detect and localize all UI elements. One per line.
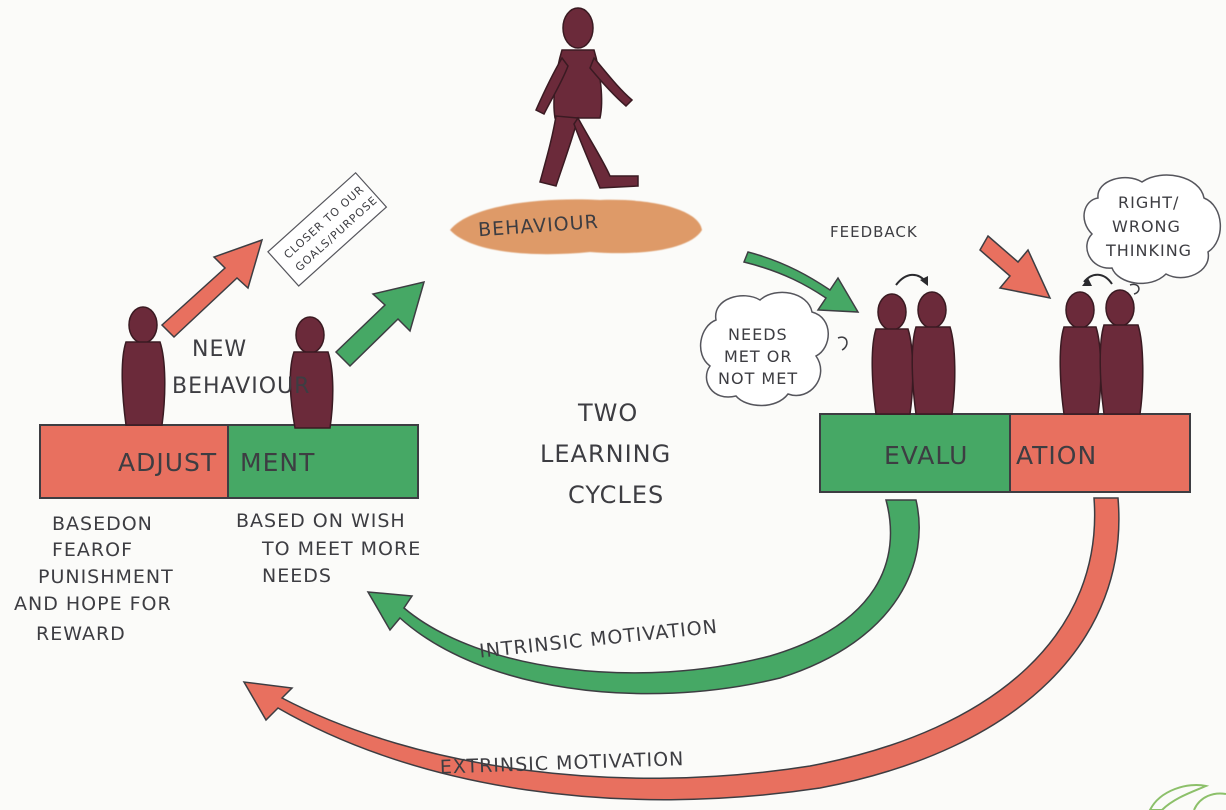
red-note-line-4: AND HOPE FOR [14,593,172,615]
title-line-1: TWO [577,399,638,427]
evaluation-label-left: EVALU [884,441,968,470]
adjustment-label-right: MENT [240,448,315,477]
thinking-bubble [1083,174,1222,285]
intrinsic-motivation-label: INTRINSIC MOTIVATION [478,616,719,663]
red-note-line-2: FEAROF [52,539,133,561]
extrinsic-motivation-arrow [242,497,1120,801]
evaluation-figures-green [871,291,956,415]
extrinsic-basis-note: BASEDON FEAROF PUNISHMENT AND HOPE FOR R… [14,513,174,645]
green-note-line-2: TO MEET MORE [261,538,421,560]
title-line-3: CYCLES [568,481,664,509]
thinking-curve-arrowhead [1082,278,1092,286]
title-line-2: LEARNING [540,440,671,468]
evaluation-bar-red [1009,413,1191,493]
red-note-line-5: REWARD [36,623,126,645]
intrinsic-motivation-arrow [366,499,920,695]
green-up-arrow [334,280,426,368]
evaluation-label-right: ATION [1016,441,1097,470]
behaviour-ground [450,199,702,255]
feedback-label: FEEDBACK [830,223,918,241]
intrinsic-basis-note: BASED ON WISH TO MEET MORE NEEDS [236,510,421,587]
adjustment-label-left: ADJUST [118,448,217,477]
sprout-icon [1148,784,1226,810]
thinking-bubble-line-1: RIGHT/ [1118,193,1179,212]
feedback-arrow [742,251,860,313]
thinking-bubble-line-3: THINKING [1105,241,1192,260]
new-behaviour-line-2: BEHAVIOUR [172,374,310,399]
listening-mark-2 [1129,283,1140,295]
needs-bubble-line-2: MET OR [724,347,792,366]
needs-bubble-line-3: NOT MET [718,369,798,388]
needs-bubble-line-1: NEEDS [728,325,788,344]
walking-figure [535,7,639,189]
evaluation-figures-red [1059,289,1144,415]
green-note-line-1: BASED ON WISH [236,510,406,532]
extrinsic-motivation-label: EXTRINSIC MOTIVATION [440,748,685,779]
adjustment-figure-green [289,316,334,429]
adjustment-bar-green [227,424,419,499]
red-note-line-1: BASEDON [52,513,153,535]
listening-mark-1 [837,336,848,351]
adjustment-figure-red [121,306,166,426]
new-behaviour-line-1: NEW [192,337,247,362]
goals-note: CLOSER TO OUR GOALS/PURPOSE [267,171,388,287]
green-note-line-3: NEEDS [262,565,332,587]
thinking-arrow [979,234,1052,300]
needs-bubble [699,291,829,407]
feedback-curve-arrowhead [920,276,928,286]
thinking-bubble-line-2: WRONG [1112,217,1181,236]
red-note-line-3: PUNISHMENT [38,566,174,588]
thinking-curve-arrow [1083,273,1113,285]
adjustment-bar-red [39,424,229,499]
red-up-arrow [160,238,264,339]
